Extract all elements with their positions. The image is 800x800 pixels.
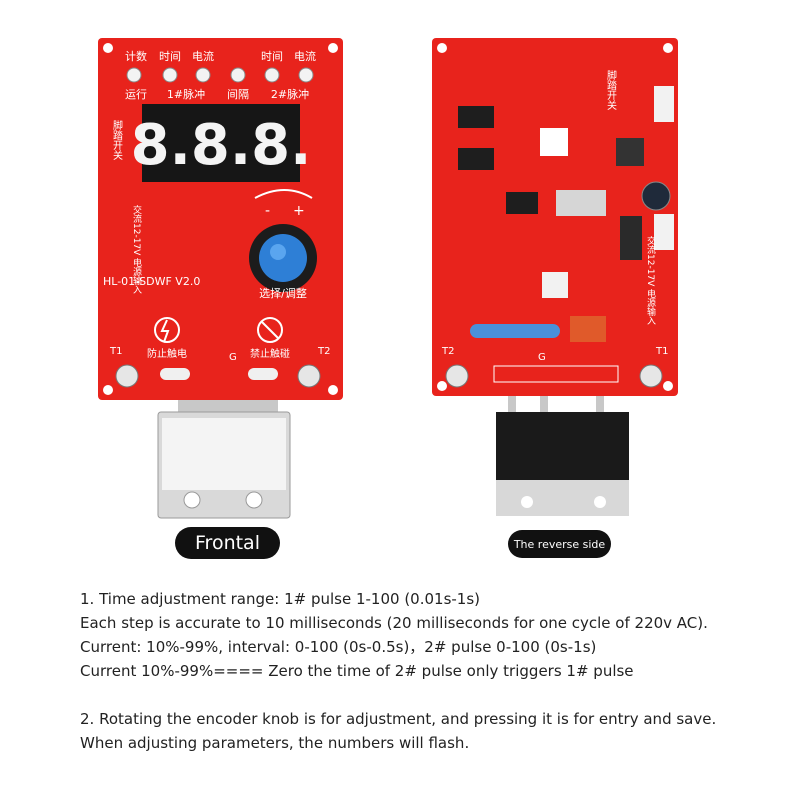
front-terminal-t1: T1 (109, 346, 122, 357)
knob-caption: 选择/调整 (259, 286, 307, 300)
label-time-1: 时间 (159, 50, 181, 63)
back-foot-switch: 脚踏开关 (605, 69, 617, 111)
desc-line-4: Current 10%-99%==== Zero the time of 2# … (80, 662, 634, 680)
label-power-input: 交流12-17V 电源输入 (131, 204, 142, 294)
label-run: 运行 (125, 88, 147, 101)
knob-plus: + (293, 203, 305, 219)
display-digits: 8.8.8. (131, 113, 312, 178)
back-terminal-t2: T2 (441, 346, 454, 357)
resistor (470, 324, 560, 338)
label-count: 计数 (125, 50, 147, 63)
front-heatsink (157, 392, 291, 519)
front-terminal-g: G (229, 352, 237, 363)
label-foot-switch: 脚踏开关 (111, 119, 123, 161)
warn-touch: 禁止触碰 (250, 347, 290, 360)
warn-shock: 防止触电 (147, 347, 187, 360)
back-power-input: 交流12-17V 电源输入 (645, 235, 656, 325)
back-terminal-t1: T1 (655, 346, 668, 357)
label-pulse-2: 2#脉冲 (271, 87, 309, 101)
terminal-screw-t2 (297, 364, 321, 388)
desc-line-2: Each step is accurate to 10 milliseconds… (80, 614, 708, 632)
label-interval: 间隔 (227, 88, 249, 101)
label-model: HL-01-SDWF V2.0 (103, 275, 200, 288)
desc-line-6: When adjusting parameters, the numbers w… (80, 734, 470, 752)
terminal-screw-t1 (115, 364, 139, 388)
status-leds (126, 67, 314, 83)
knob-minus: - (265, 203, 270, 219)
seven-segment-display: 8.8.8. (131, 104, 312, 182)
desc-line-1: 1. Time adjustment range: 1# pulse 1-100… (80, 590, 481, 608)
label-current-2: 电流 (294, 49, 316, 63)
label-pulse-1: 1#脉冲 (167, 87, 205, 101)
desc-line-5: 2. Rotating the encoder knob is for adju… (80, 710, 717, 728)
caption-frontal: Frontal (175, 527, 280, 559)
encoder-knob[interactable] (249, 224, 317, 292)
front-terminal-t2: T2 (317, 346, 330, 357)
label-time-2: 时间 (261, 50, 283, 63)
caption-reverse: The reverse side (508, 530, 611, 558)
back-terminal-g: G (538, 352, 546, 363)
label-current-1: 电流 (192, 49, 214, 63)
desc-line-3: Current: 10%-99%, interval: 0-100 (0s-0.… (80, 638, 597, 656)
no-touch-icon (257, 317, 283, 343)
shock-warning-icon (154, 317, 180, 343)
